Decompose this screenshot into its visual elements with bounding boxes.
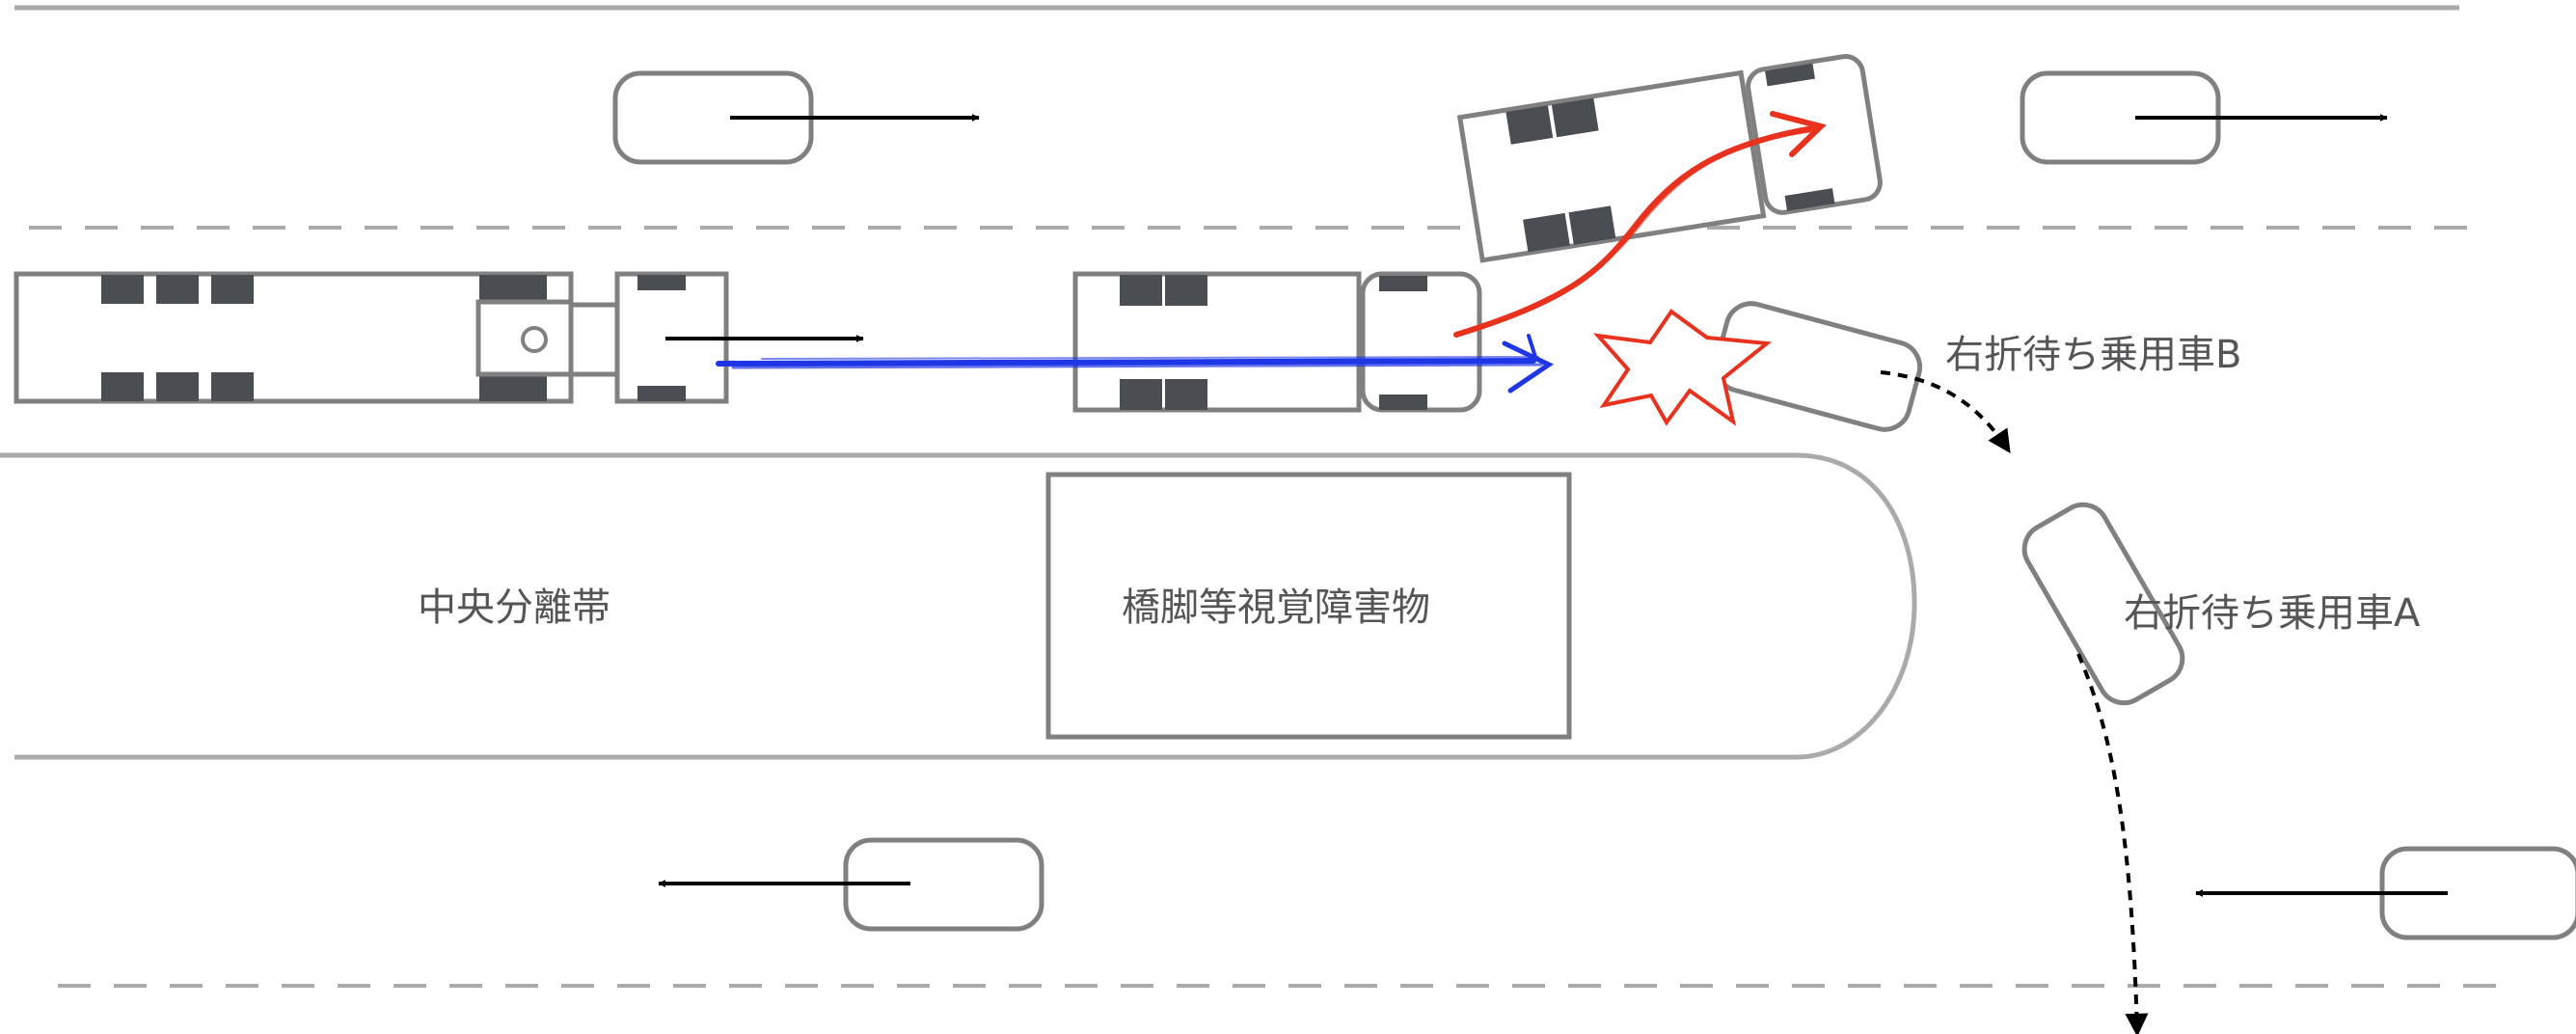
middle-truck [1072,271,1482,413]
collision-starburst-icon [1592,309,1773,426]
avoidance-path [1453,111,1827,338]
median-strip-label: 中央分離帯 [418,585,610,630]
median-strip [0,452,1917,760]
car-b-label: 右折待ち乗用車B [1945,333,2242,377]
trailer-truck [14,271,729,404]
right-turn-car-b [1713,301,1923,432]
car-a-turn-path [2076,653,2149,1034]
obstruction-label: 橋脚等視覚障害物 [1122,585,1430,630]
right-turn-car-a [2021,502,2185,706]
car-a-label: 右折待ち乗用車A [2124,591,2421,636]
car-b-turn-path [1880,370,2011,453]
bridge-pier-obstruction [1045,472,1572,740]
collision-path [716,334,1555,394]
